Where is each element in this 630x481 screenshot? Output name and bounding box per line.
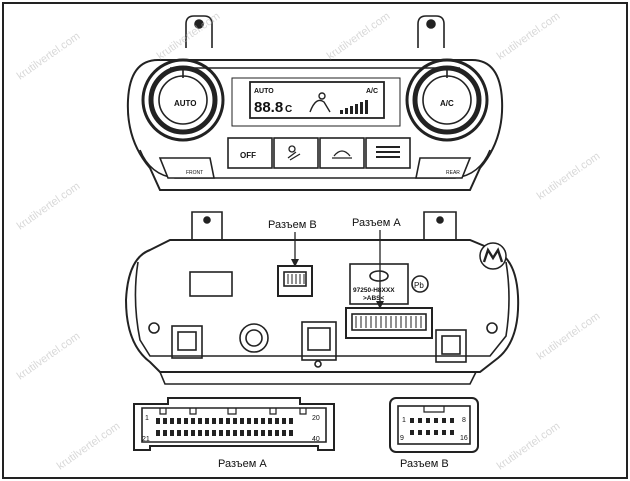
connector-b-pin-8: 8: [462, 417, 466, 424]
rear-defrost-button[interactable]: [415, 157, 472, 179]
connector-b-pins: [410, 418, 454, 435]
auto-knob-label: AUTO: [174, 99, 197, 108]
defrost-icon: [376, 146, 400, 158]
rear-connector-b: [277, 265, 313, 297]
connector-a-caption: Разъем A: [218, 458, 267, 470]
part-number-line1: 97250-H8XXX: [353, 287, 395, 294]
connector-a-pin-21: 21: [142, 436, 150, 443]
connector-a-pinout: [133, 397, 335, 451]
connector-a-pin-1: 1: [145, 415, 149, 422]
ac-knob-label: A/C: [440, 99, 454, 108]
climate-control-panel-front: [126, 15, 504, 191]
connector-a-pins: [156, 418, 293, 436]
pb-marking: [411, 275, 429, 293]
connector-b-callout: Разъем B: [268, 219, 317, 231]
connector-b-caption: Разъем B: [400, 458, 449, 470]
rear-right-screw: [486, 322, 498, 334]
climate-control-rear-view: [124, 211, 520, 385]
rear-socket-right: [435, 329, 467, 363]
recirculation-icon: [332, 150, 352, 159]
connector-b-arrowhead: [291, 259, 299, 267]
display-unit: C: [285, 104, 292, 115]
rear-connector-b-pins: [287, 274, 305, 284]
recirc-button[interactable]: [319, 137, 365, 169]
front-defrost-label: FRONT: [186, 170, 203, 176]
face-vent-icon: [287, 145, 301, 161]
connector-b-pin-9: 9: [400, 435, 404, 442]
connector-a-top-notches: [159, 408, 307, 415]
display-temperature: 88.8: [254, 99, 283, 116]
rear-defrost-label: REAR: [446, 170, 460, 176]
connector-a-pin-40: 40: [312, 436, 320, 443]
connector-a-pin-20: 20: [312, 415, 320, 422]
brand-logo-icon: [369, 270, 389, 282]
rear-blank-label: [189, 271, 233, 297]
rear-housing: [124, 239, 520, 373]
auto-knob-outer: [141, 58, 225, 142]
publisher-logo-icon: [479, 242, 507, 270]
right-mounting-clip: [417, 15, 445, 48]
rear-connector-a: [345, 307, 433, 339]
connector-b-pin-16: 16: [460, 435, 468, 442]
connector-b-pinout: [389, 397, 479, 453]
display-fan-bars-icon: [340, 100, 368, 114]
display-ac-label: A/C: [366, 88, 378, 95]
auto-top-label: AUTO: [254, 88, 274, 95]
off-button-label: OFF: [240, 151, 256, 160]
rear-left-tab: [191, 211, 223, 240]
left-mounting-clip: [185, 15, 213, 48]
rear-right-tab: [423, 211, 457, 240]
pb-mark: Pb: [414, 281, 424, 290]
part-number-line2: >ABS<: [363, 295, 385, 302]
off-button[interactable]: [227, 137, 273, 169]
front-defrost-button[interactable]: [158, 157, 215, 179]
rear-left-screw: [148, 322, 160, 334]
panel-body: [126, 59, 504, 191]
display-seat-airflow-icon: [309, 92, 331, 113]
rear-round-socket: [239, 323, 269, 353]
connector-a-callout: Разъем A: [352, 217, 401, 229]
connector-a-arrowhead: [376, 301, 384, 309]
ac-knob-outer: [405, 58, 489, 142]
connector-b-latch: [423, 406, 445, 413]
rear-connector-a-pins: [355, 316, 422, 328]
face-vent-button[interactable]: [273, 137, 319, 169]
rear-socket-center: [301, 321, 337, 361]
connector-b-pin-1: 1: [402, 417, 406, 424]
rear-socket-left: [171, 325, 203, 359]
